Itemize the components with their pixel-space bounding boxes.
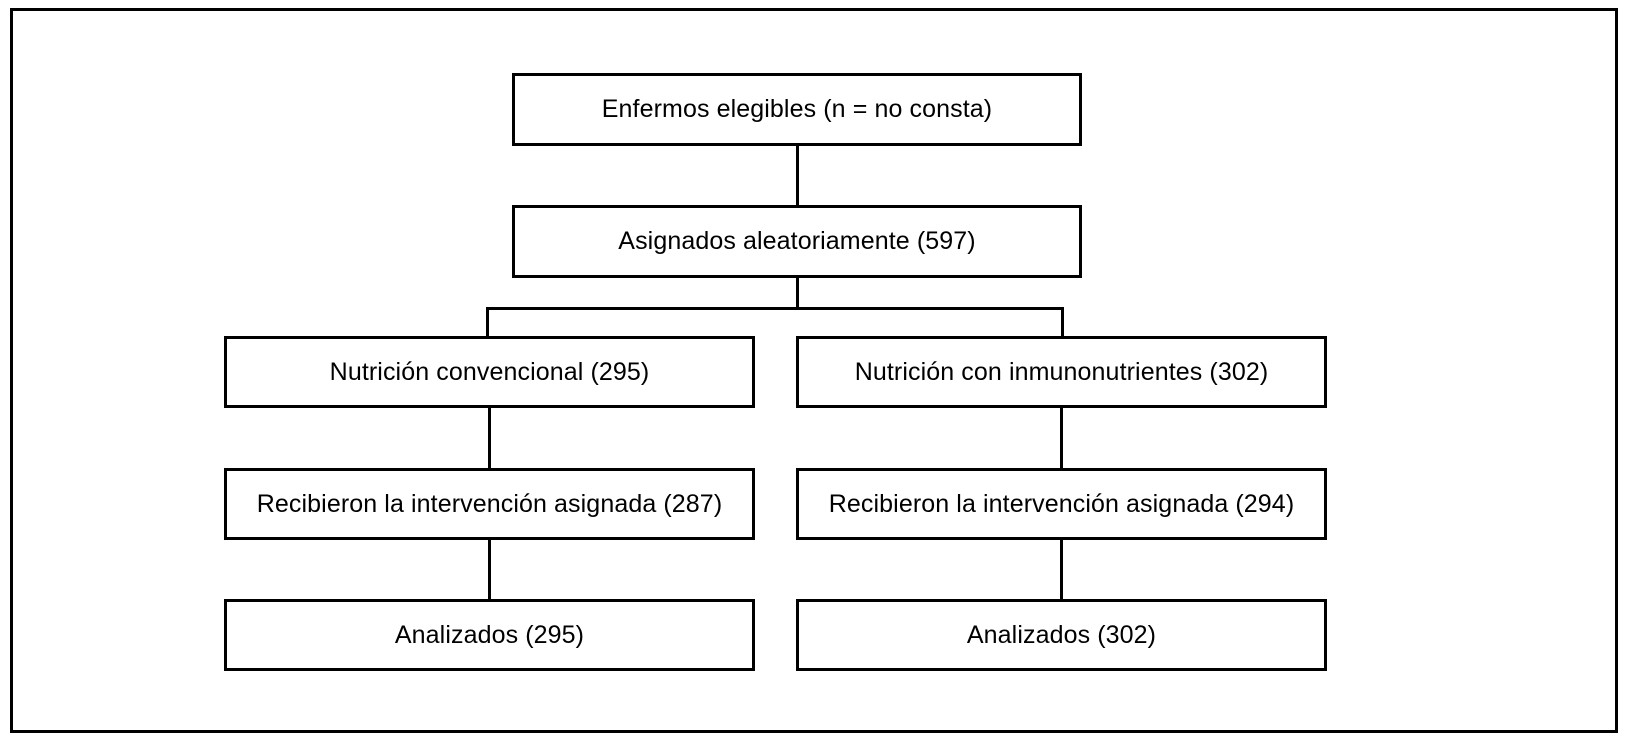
connector-split-bar xyxy=(486,307,1064,310)
node-received-intervention-right-label: Recibieron la intervención asignada (294… xyxy=(828,489,1295,518)
figure-frame: Enfermos elegibles (n = no consta) Asign… xyxy=(10,8,1618,733)
node-immunonutrients-nutrition: Nutrición con inmunonutrientes (302) xyxy=(796,336,1327,408)
node-eligible-patients-label: Enfermos elegibles (n = no consta) xyxy=(601,95,993,124)
connector-immuno-to-received xyxy=(1060,408,1063,468)
node-randomized: Asignados aleatoriamente (597) xyxy=(512,205,1082,278)
connector-conventional-to-received xyxy=(488,408,491,468)
connector-split-right-down xyxy=(1061,307,1064,336)
node-analyzed-right-label: Analizados (302) xyxy=(966,620,1157,649)
node-analyzed-right: Analizados (302) xyxy=(796,599,1327,671)
node-received-intervention-left-label: Recibieron la intervención asignada (287… xyxy=(256,489,723,518)
node-randomized-label: Asignados aleatoriamente (597) xyxy=(618,227,976,256)
node-analyzed-left-label: Analizados (295) xyxy=(394,620,585,649)
node-conventional-nutrition: Nutrición convencional (295) xyxy=(224,336,755,408)
connector-received-to-analyzed-left xyxy=(488,540,491,599)
node-analyzed-left: Analizados (295) xyxy=(224,599,755,671)
connector-split-left-down xyxy=(486,307,489,336)
node-received-intervention-left: Recibieron la intervención asignada (287… xyxy=(224,468,755,540)
connector-eligible-to-randomized xyxy=(796,146,799,205)
node-eligible-patients: Enfermos elegibles (n = no consta) xyxy=(512,73,1082,146)
connector-randomized-down xyxy=(796,278,799,309)
connector-received-to-analyzed-right xyxy=(1060,540,1063,599)
node-received-intervention-right: Recibieron la intervención asignada (294… xyxy=(796,468,1327,540)
node-conventional-nutrition-label: Nutrición convencional (295) xyxy=(329,357,650,386)
node-immunonutrients-nutrition-label: Nutrición con inmunonutrientes (302) xyxy=(854,357,1269,386)
